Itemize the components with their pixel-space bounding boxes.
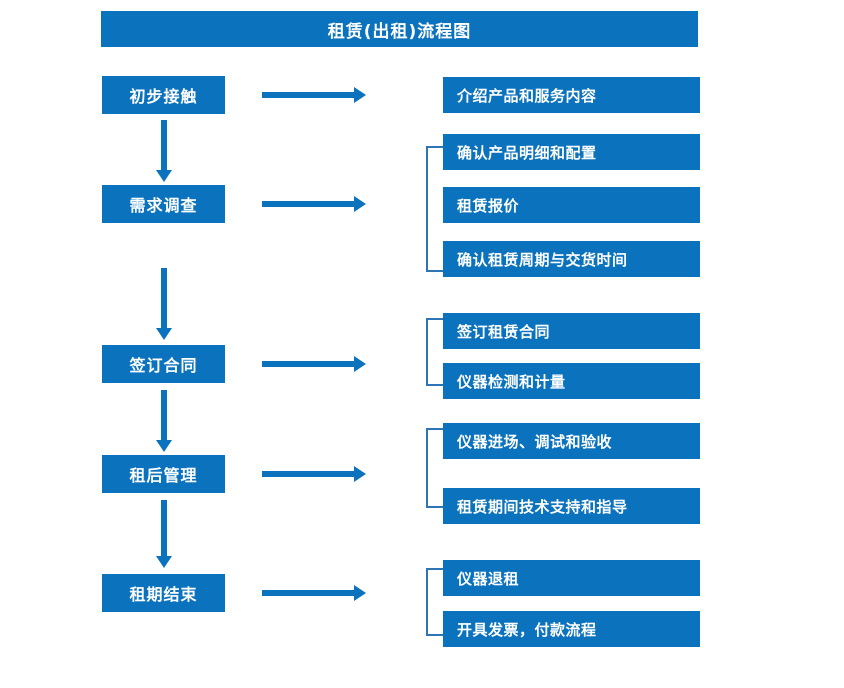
down-arrow-icon-1 [154, 120, 174, 182]
arrow-shaft [262, 201, 354, 207]
detail-label-8: 租赁期间技术支持和指导 [457, 497, 628, 516]
detail-box-3[interactable]: 租赁报价 [443, 187, 700, 223]
detail-box-7[interactable]: 仪器进场、调试和验收 [443, 423, 700, 459]
detail-box-4[interactable]: 确认租赁周期与交货时间 [443, 241, 700, 277]
detail-box-6[interactable]: 仪器检测和计量 [443, 363, 700, 399]
arrow-shaft [161, 390, 167, 440]
stage-label-1: 初步接触 [129, 87, 198, 106]
stage-label-2: 需求调查 [129, 196, 198, 215]
stage-box-3[interactable]: 签订合同 [102, 345, 225, 383]
detail-box-5[interactable]: 签订租赁合同 [443, 313, 700, 349]
right-arrow-icon-4 [262, 464, 366, 484]
group-bracket-4 [426, 428, 443, 508]
arrow-head [354, 585, 366, 601]
group-bracket-2 [426, 146, 443, 272]
stage-box-5[interactable]: 租期结束 [102, 574, 225, 612]
detail-label-6: 仪器检测和计量 [457, 372, 566, 391]
right-arrow-icon-1 [262, 85, 366, 105]
arrow-shaft [262, 590, 354, 596]
arrow-head [354, 356, 366, 372]
right-arrow-icon-2 [262, 194, 366, 214]
arrow-head [354, 466, 366, 482]
stage-label-5: 租期结束 [129, 585, 198, 604]
stage-box-4[interactable]: 租后管理 [102, 455, 225, 493]
arrow-head [156, 440, 172, 452]
right-arrow-icon-3 [262, 354, 366, 374]
group-bracket-3 [426, 318, 443, 386]
down-arrow-icon-3 [154, 390, 174, 452]
detail-label-1: 介绍产品和服务内容 [457, 86, 597, 105]
stage-label-4: 租后管理 [129, 466, 198, 485]
detail-box-2[interactable]: 确认产品明细和配置 [443, 134, 700, 170]
arrow-shaft [161, 500, 167, 556]
detail-box-9[interactable]: 仪器退租 [443, 560, 700, 596]
arrow-shaft [161, 120, 167, 170]
arrow-head [156, 170, 172, 182]
detail-label-7: 仪器进场、调试和验收 [457, 432, 613, 451]
detail-box-1[interactable]: 介绍产品和服务内容 [443, 77, 700, 113]
stage-box-2[interactable]: 需求调查 [102, 185, 225, 223]
right-arrow-icon-5 [262, 583, 366, 603]
arrow-shaft [262, 471, 354, 477]
arrow-head [156, 328, 172, 340]
arrow-head [156, 556, 172, 568]
arrow-head [354, 196, 366, 212]
page-title: 租赁(出租)流程图 [101, 11, 698, 47]
arrow-shaft [161, 268, 167, 328]
detail-label-4: 确认租赁周期与交货时间 [457, 250, 628, 269]
detail-box-8[interactable]: 租赁期间技术支持和指导 [443, 488, 700, 524]
detail-label-2: 确认产品明细和配置 [457, 143, 597, 162]
stage-box-1[interactable]: 初步接触 [102, 76, 225, 114]
down-arrow-icon-4 [154, 500, 174, 568]
group-bracket-5 [426, 568, 443, 636]
stage-label-3: 签订合同 [129, 356, 198, 375]
arrow-shaft [262, 92, 354, 98]
down-arrow-icon-2 [154, 268, 174, 340]
detail-label-10: 开具发票，付款流程 [457, 620, 597, 639]
arrow-head [354, 87, 366, 103]
detail-box-10[interactable]: 开具发票，付款流程 [443, 611, 700, 647]
detail-label-3: 租赁报价 [457, 196, 520, 215]
arrow-shaft [262, 361, 354, 367]
detail-label-9: 仪器退租 [457, 569, 520, 588]
detail-label-5: 签订租赁合同 [457, 322, 551, 341]
